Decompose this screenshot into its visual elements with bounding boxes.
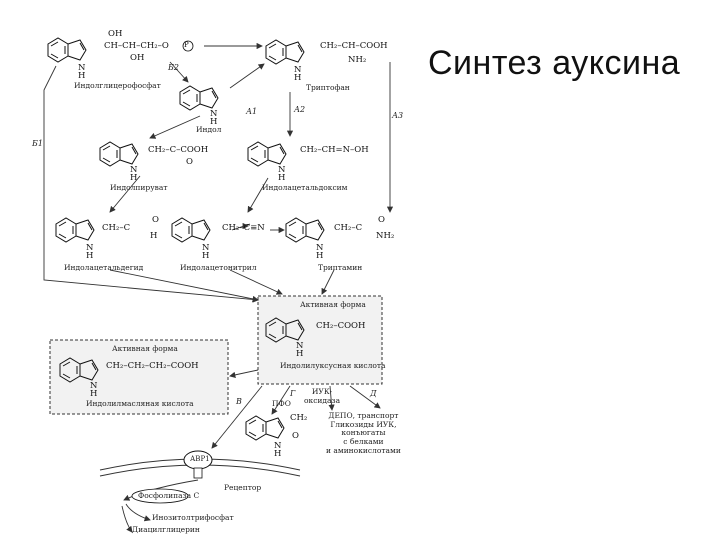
iaox-n: N: [278, 165, 286, 175]
indole-ring-ian: [171, 217, 211, 243]
tam-n: N: [316, 243, 324, 253]
tam-o: O: [378, 215, 385, 225]
igp-h: H: [78, 71, 86, 81]
pathway-g: Г: [290, 389, 296, 398]
iaox-label: Индолацетальдоксим: [262, 183, 348, 192]
iaald-n: N: [86, 243, 94, 253]
iba-formula: CH₂–CH₂–CH₂–COOH: [106, 361, 199, 371]
igp-oh-top: OH: [108, 29, 123, 39]
pathway-a3: А3: [392, 111, 404, 120]
ian-h: H: [202, 251, 210, 261]
iaa-formula: CH₂–COOH: [316, 321, 366, 331]
iba-label: Индолилмасляная кислота: [86, 399, 194, 408]
oxindole-o: O: [292, 431, 299, 441]
abp1-label: АВР1: [190, 455, 210, 463]
trp-n: N: [294, 65, 302, 75]
pfo-label: ПФО: [272, 399, 291, 408]
slide-title: Синтез ауксина: [428, 44, 681, 82]
pathway-a2: А2: [294, 105, 306, 114]
ipyr-n: N: [130, 165, 138, 175]
tam-formula: CH₂–C: [334, 223, 363, 233]
ip3-label: Инозитолтрифосфат: [152, 513, 234, 522]
plc-oval: [131, 488, 189, 504]
depot-label: ДЕПО, транспорт Гликозиды ИУК, конъюгаты…: [326, 411, 401, 455]
indole-ring-igp: [47, 37, 87, 63]
iba-box: [49, 339, 229, 415]
iaa-label: Индолилуксусная кислота: [280, 361, 386, 370]
pathway-a1: А1: [246, 107, 258, 116]
oxindole-h: H: [274, 449, 282, 459]
indole-ring-trp: [265, 39, 305, 65]
iaald-nh: H: [86, 251, 94, 261]
dag-label: Диацилглицерин: [132, 525, 200, 534]
iuk-oxidase-label: ИУК- оксидаза: [304, 387, 341, 405]
iaald-formula: CH₂–C: [102, 223, 131, 233]
ipyr-label: Индолпируват: [110, 183, 168, 192]
iaald-label: Индолацетальдегид: [64, 263, 144, 272]
tam-nh2: NH₂: [376, 231, 395, 241]
indole-ring-iaox: [247, 141, 287, 167]
oxindole-formula: CH₂: [290, 413, 308, 423]
pathway-v: В: [236, 397, 242, 406]
iaald-o: O: [152, 215, 159, 225]
iba-n: N: [90, 381, 98, 391]
receptor-label: Рецептор: [224, 483, 262, 492]
indole-ring-ipyr: [99, 141, 139, 167]
indole-label: Индол: [196, 125, 222, 134]
trp-nh2: NH₂: [348, 55, 367, 65]
trp-formula: CH₂–CH–COOH: [320, 41, 388, 51]
ipyr-formula: CH₂–C–COOH: [148, 145, 209, 155]
ipyr-oxo: O: [186, 157, 193, 167]
igp-phosphate: P: [184, 41, 189, 49]
trp-h: H: [294, 73, 302, 83]
phosphate-circle: [182, 40, 194, 52]
iaa-box-title: Активная форма: [300, 300, 366, 309]
indole-ring-oxindole: [245, 415, 285, 441]
iaa-h: H: [296, 349, 304, 359]
iaox-formula: CH₂–CH=N–OH: [300, 145, 369, 155]
pathway-b1: Б1: [32, 139, 43, 148]
tam-label: Триптамин: [318, 263, 363, 272]
trp-label: Триптофан: [306, 83, 350, 92]
oxindole-n: N: [274, 441, 282, 451]
iaa-box: [257, 295, 383, 385]
ian-label: Индолацетонитрил: [180, 263, 257, 272]
ian-n: N: [202, 243, 210, 253]
indole-ring-iaald: [55, 217, 95, 243]
iaald-h: H: [150, 231, 158, 241]
igp-formula: CH–CH–CH₂–O: [104, 41, 169, 51]
igp-label: Индолглицерофосфат: [74, 81, 161, 90]
tam-h: H: [316, 251, 324, 261]
pathway-b2: Б2: [168, 63, 179, 72]
igp-n: N: [78, 63, 86, 73]
ipyr-h: H: [130, 173, 138, 183]
iaox-h: H: [278, 173, 286, 183]
iaa-n: N: [296, 341, 304, 351]
indole-ring-indole: [179, 85, 219, 111]
indole-n: N: [210, 109, 218, 119]
plc-label: Фосфолипаза С: [138, 491, 200, 500]
igp-oh: OH: [130, 53, 145, 63]
ian-formula: CH₂–C≡N: [222, 223, 265, 233]
indole-h: H: [210, 117, 218, 127]
iba-h: H: [90, 389, 98, 399]
pathway-d: Д: [370, 389, 377, 398]
iba-box-title: Активная форма: [112, 344, 178, 353]
indole-ring-tam: [285, 217, 325, 243]
